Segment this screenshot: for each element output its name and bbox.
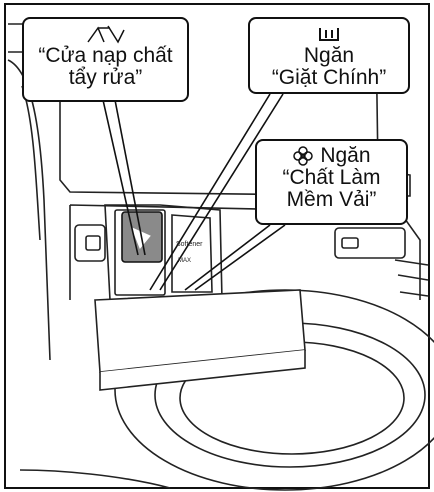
leader-softener-right	[195, 225, 285, 290]
washer-side-inner	[22, 86, 40, 240]
callout-detergent-cover: “Cửa nạp chất tẩy rửa”	[22, 17, 189, 102]
detergent-callout-line1: “Cửa nạp chất	[24, 45, 187, 67]
leader-softener-left	[185, 225, 270, 290]
flower-icon	[292, 145, 314, 167]
leader-main-left	[150, 94, 270, 290]
washer-side-edge	[8, 60, 50, 360]
housing-right-slot	[335, 228, 405, 258]
softener-callout-line1: Ngăn	[320, 144, 370, 167]
detergent-cover-icon	[24, 23, 187, 45]
main-wash-callout-line2: “Giặt Chính”	[250, 67, 408, 89]
leader-detergent-left	[103, 100, 138, 255]
drawer-compartment-softener	[172, 215, 212, 292]
callout-softener: Ngăn “Chất Làm Mềm Vải”	[255, 139, 408, 225]
main-wash-callout-line1: Ngăn	[250, 45, 408, 67]
bottom-curve	[20, 470, 170, 488]
housing-left-button	[86, 236, 100, 250]
softener-callout-line2: “Chất Làm	[257, 167, 406, 189]
detergent-callout-line2: tẩy rửa”	[24, 67, 187, 89]
callout-main-wash: Ngăn “Giặt Chính”	[248, 17, 410, 94]
housing-right-button	[342, 238, 358, 248]
main-wash-icon	[250, 23, 408, 45]
drawer-label-max: MAX	[178, 258, 191, 264]
vent-lines	[395, 260, 428, 296]
softener-callout-line3: Mềm Vải”	[257, 189, 406, 211]
drawer-label-softener: Softener	[176, 241, 203, 248]
